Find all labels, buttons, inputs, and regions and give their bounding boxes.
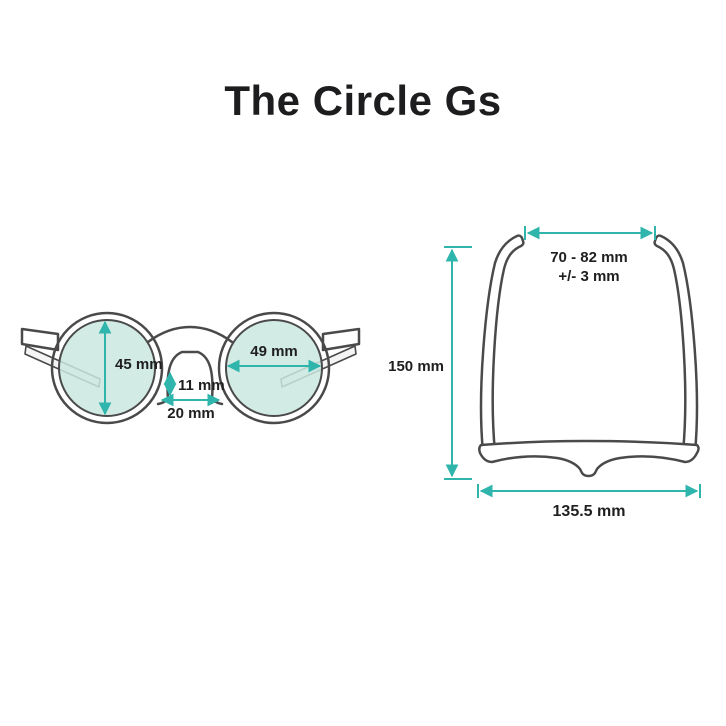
temple-length-label: 150 mm	[388, 358, 444, 375]
front-right-hinge	[321, 327, 361, 352]
lens-height-label: 45 mm	[115, 356, 163, 373]
top-front-bar	[478, 439, 700, 478]
temple-spread-label-line2: +/- 3 mm	[558, 268, 619, 285]
frame-width-label: 135.5 mm	[553, 503, 626, 520]
brow-bar	[146, 325, 234, 344]
top-left-temple	[479, 234, 525, 454]
bridge-height-label: 11 mm	[178, 377, 225, 394]
front-view-measurements: 45 mm 49 mm 11 mm 20 mm	[98, 320, 322, 422]
temple-spread-label-line1: 70 - 82 mm	[550, 249, 628, 266]
top-view-measurements: 70 - 82 mm +/- 3 mm 150 mm 135.5 mm	[388, 226, 701, 520]
left-rim	[50, 311, 164, 425]
bridge-width-label: 20 mm	[167, 405, 215, 422]
right-lens	[225, 319, 323, 417]
top-view	[478, 234, 700, 478]
lens-width-label: 49 mm	[250, 343, 298, 360]
front-left-hinge	[20, 327, 60, 352]
top-right-temple	[653, 234, 699, 454]
right-rim	[217, 311, 331, 425]
product-title: The Circle Gs	[224, 77, 502, 124]
